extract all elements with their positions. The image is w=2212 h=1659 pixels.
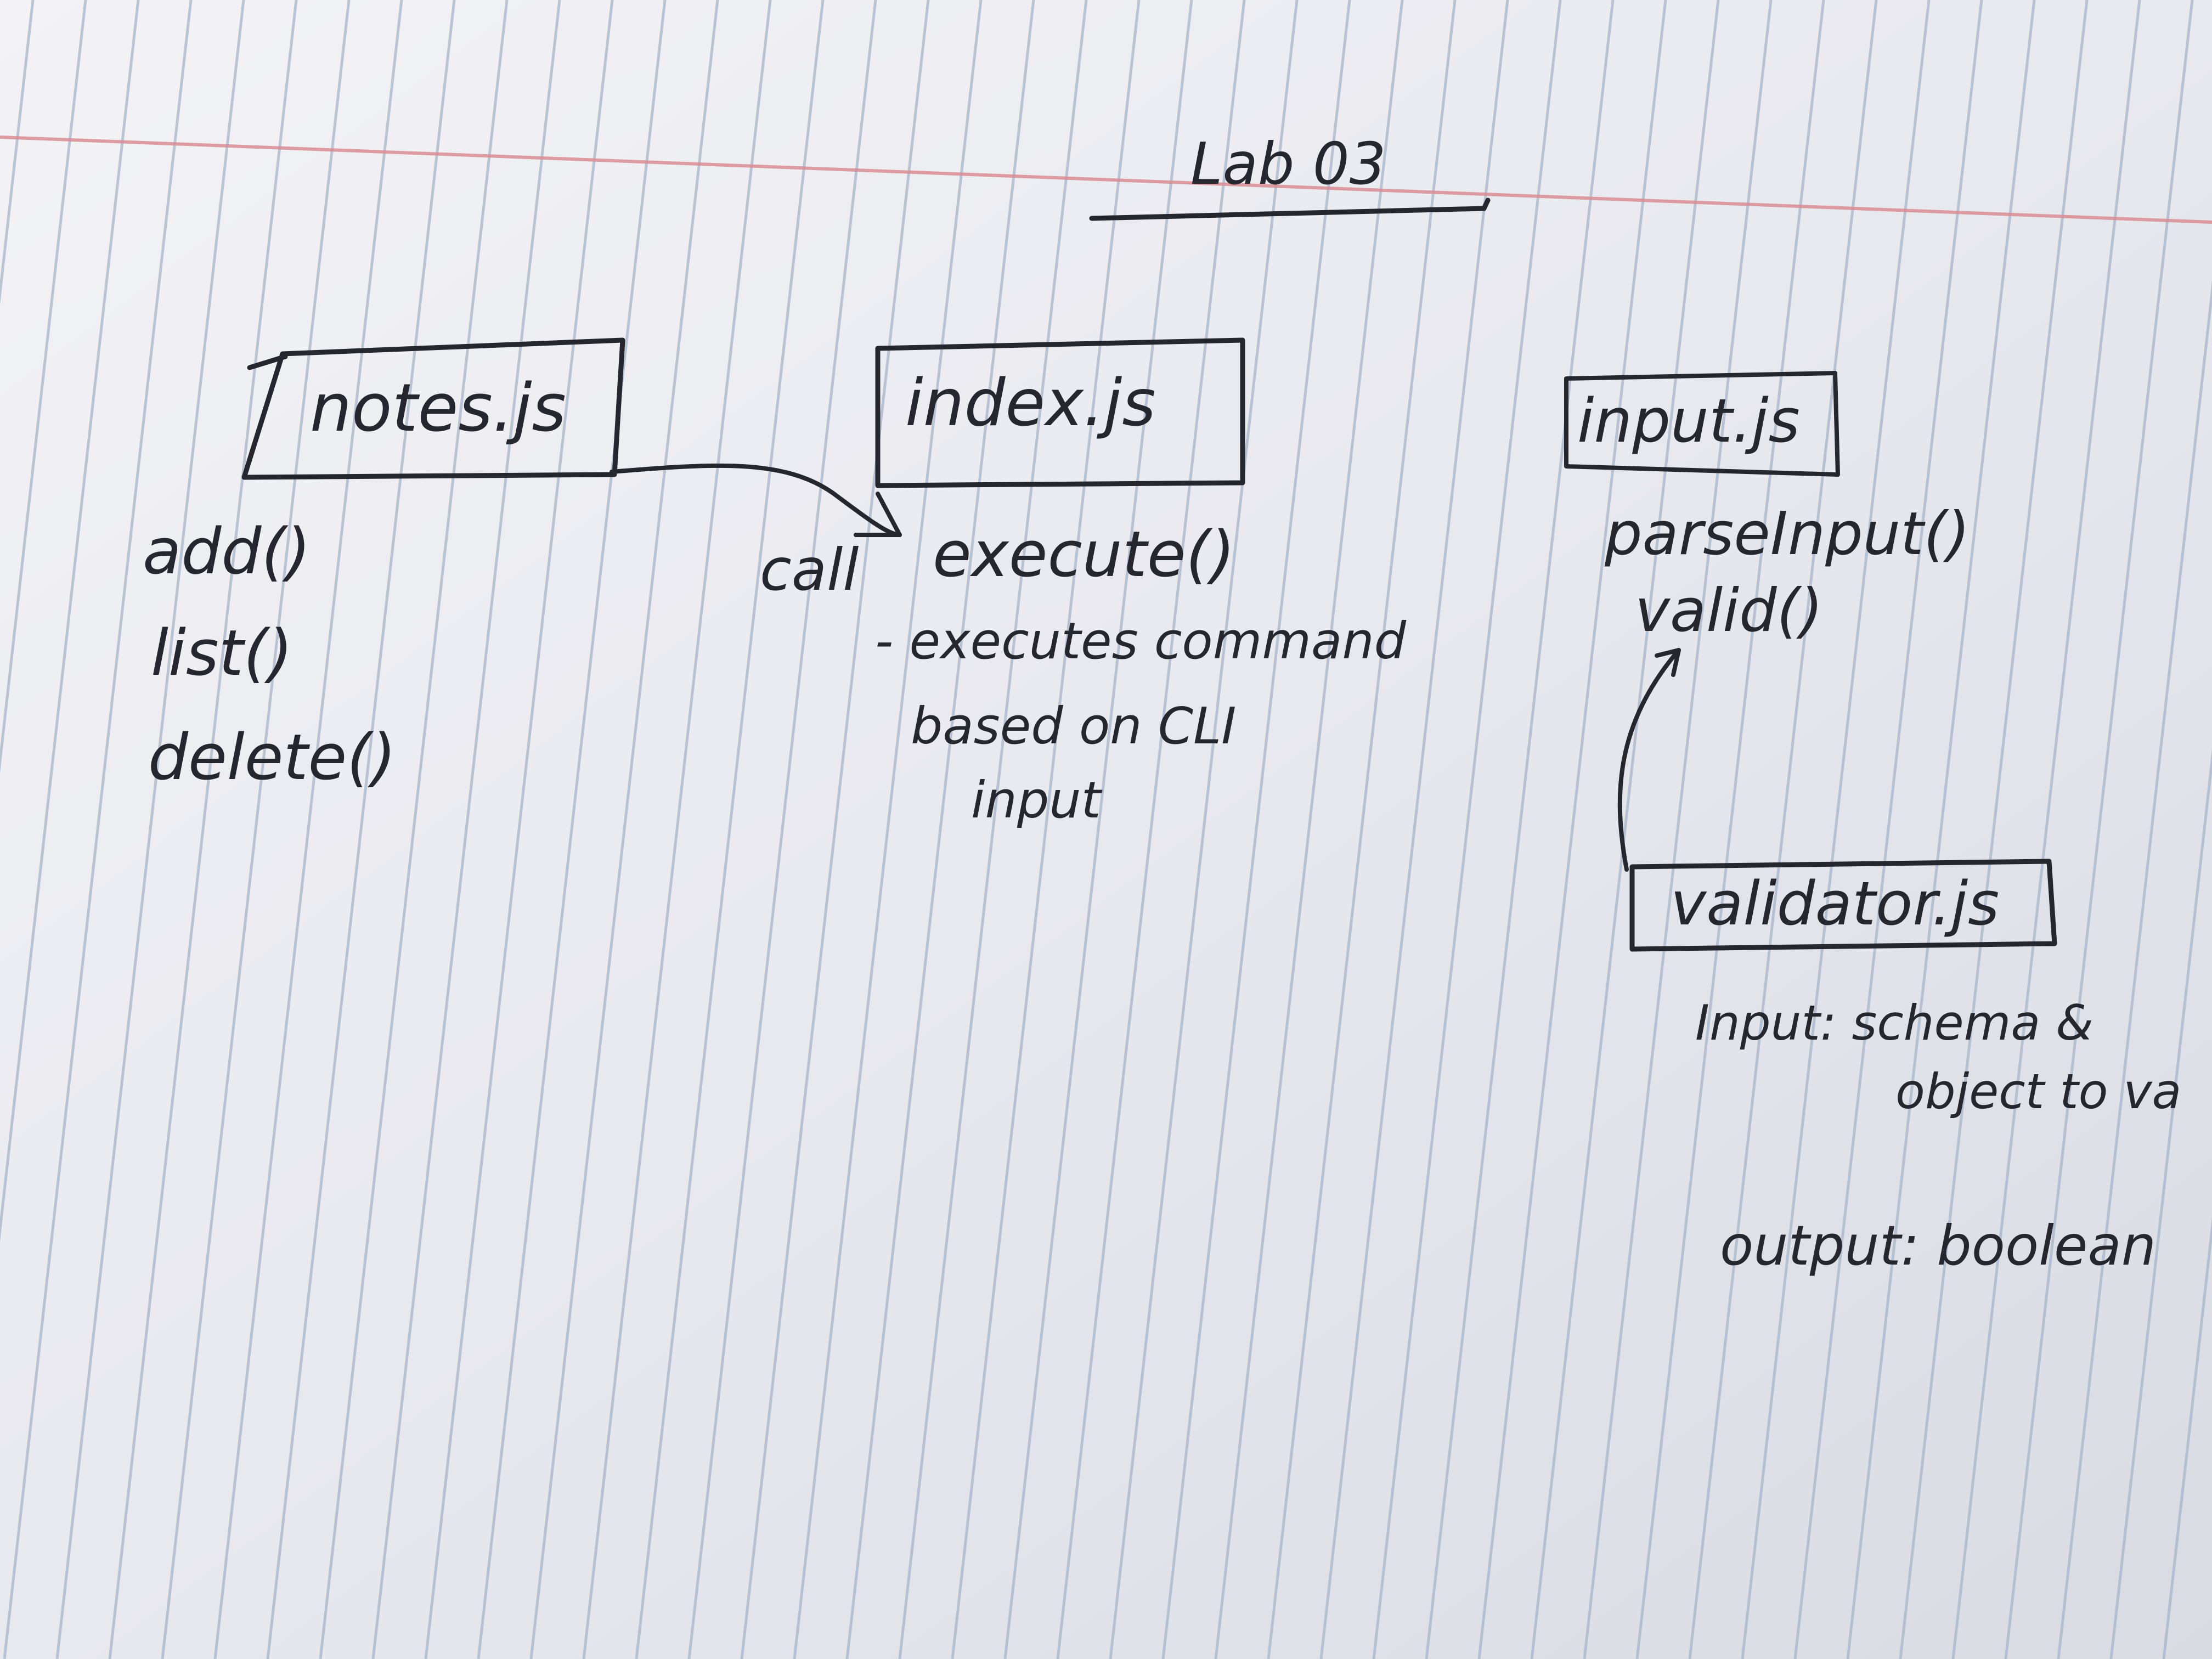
ruled-line <box>0 0 35 306</box>
margin-line <box>0 136 2212 224</box>
index-label: index.js <box>905 365 1156 441</box>
ruled-line <box>1477 0 1667 1659</box>
input-function-valid: valid() <box>1635 577 1823 645</box>
ruled-line <box>266 0 456 1659</box>
ruled-line <box>740 0 930 1659</box>
ruled-line <box>845 0 1035 1659</box>
notes-function-add: add() <box>143 515 311 589</box>
notes-label: notes.js <box>310 370 566 447</box>
validator-box <box>1629 859 2057 952</box>
index-function-execute: execute() <box>933 518 1235 591</box>
input-module: input.js parseInput() valid() <box>1564 371 1970 645</box>
validator-input-continued: object to va <box>1895 1063 2181 1120</box>
validator-arrow <box>1617 648 1681 872</box>
call-arrow-line <box>610 463 902 537</box>
ruled-line <box>1635 0 1825 1659</box>
ruled-line <box>1161 0 1351 1659</box>
ruled-line <box>1425 0 1615 1659</box>
title-underline <box>1089 198 1491 221</box>
ruled-line <box>213 0 403 1659</box>
index-module: index.js execute() - executes command ba… <box>875 337 1407 830</box>
ruled-line <box>1003 0 1193 1659</box>
ruled-line <box>0 0 140 1242</box>
ruled-line <box>898 0 1088 1659</box>
ruled-line <box>2109 749 2212 1659</box>
ruled-line <box>1109 0 1299 1659</box>
ruled-line <box>1846 0 2036 1659</box>
call-arrow-head <box>854 492 902 537</box>
ruled-line <box>1688 0 1878 1659</box>
call-label: call <box>760 537 859 603</box>
ruled-line <box>2004 0 2194 1659</box>
page-title: Lab 03 <box>1190 131 1386 198</box>
ruled-line <box>161 0 351 1659</box>
notes-function-list: list() <box>151 617 293 690</box>
notes-box <box>241 337 625 480</box>
ruled-line <box>1951 0 2141 1659</box>
call-arrow: call <box>610 463 902 603</box>
validator-output-label: output: boolean <box>1720 1214 2156 1278</box>
ruled-line <box>1319 0 1509 1659</box>
ruled-line <box>793 0 983 1659</box>
input-box <box>1564 371 1840 477</box>
ruled-line <box>529 0 719 1659</box>
ruled-line <box>108 0 298 1659</box>
ruled-line <box>1583 0 1773 1659</box>
ruled-line <box>1741 0 1931 1659</box>
ruled-line <box>424 0 614 1659</box>
ruled-line <box>3 0 193 1659</box>
notes-module: notes.js add() list() delete() <box>143 337 625 794</box>
ruled-line <box>55 0 245 1659</box>
ruled-line <box>1267 0 1457 1659</box>
ruled-line <box>687 0 877 1659</box>
ruled-line <box>582 0 772 1659</box>
validator-input-label: Input: schema & <box>1695 995 2094 1051</box>
index-box <box>875 337 1245 488</box>
ruled-line <box>1372 0 1562 1659</box>
ruled-line <box>1530 0 1720 1659</box>
validator-arrow-line <box>1617 648 1681 872</box>
ruled-line <box>1056 0 1246 1659</box>
ruled-line <box>2162 1217 2212 1659</box>
ruled-line <box>0 0 87 774</box>
validator-module: validator.js Input: schema & object to v… <box>1629 859 2181 1278</box>
index-note-line-3: input <box>971 771 1103 830</box>
ruled-line <box>635 0 825 1659</box>
ruled-line <box>2057 280 2212 1659</box>
ruled-line <box>1214 0 1404 1659</box>
ruled-line <box>1899 0 2089 1659</box>
ruled-line <box>319 0 509 1659</box>
validator-label: validator.js <box>1671 868 1999 939</box>
ruled-line <box>371 0 561 1659</box>
ruled-line <box>1793 0 1983 1659</box>
index-note-line-2: based on CLI <box>911 697 1236 755</box>
ruled-line <box>477 0 667 1659</box>
notes-function-delete: delete() <box>148 721 396 794</box>
validator-arrow-head <box>1655 648 1681 677</box>
input-function-parseinput: parseInput() <box>1604 500 1970 568</box>
input-label: input.js <box>1577 386 1800 456</box>
index-note-line-1: - executes command <box>875 612 1407 670</box>
ruled-line <box>951 0 1141 1659</box>
